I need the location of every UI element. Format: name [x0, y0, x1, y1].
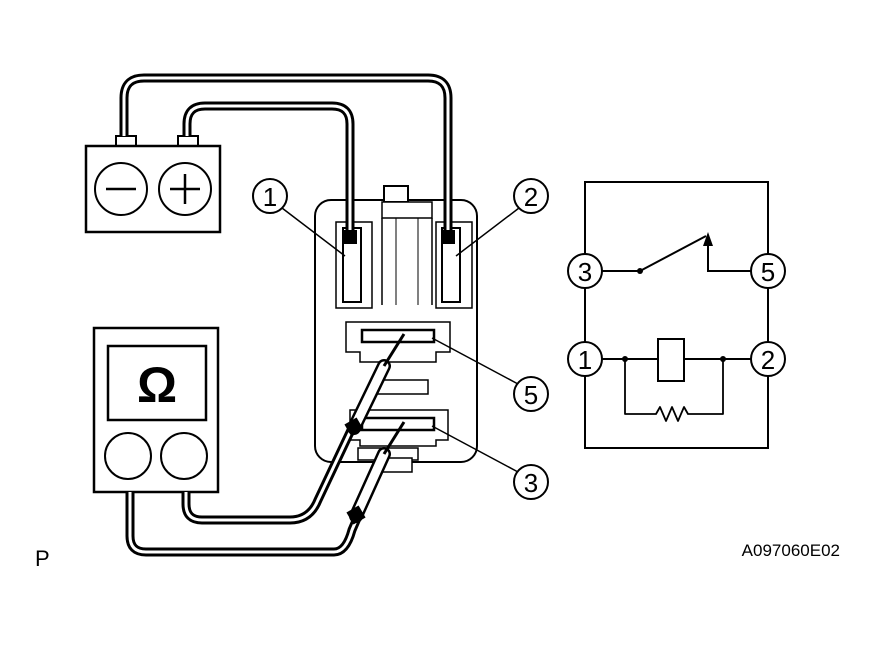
callout-pin-1: 1 — [252, 178, 346, 257]
callout-label-1: 1 — [263, 182, 277, 212]
switch-contact — [602, 232, 751, 274]
figure-code: A097060E02 — [742, 541, 840, 560]
ohm-icon: Ω — [137, 357, 177, 413]
callout-pin-3: 3 — [431, 425, 549, 500]
svg-text:5: 5 — [761, 257, 775, 287]
relay-body — [314, 185, 478, 473]
ohmmeter: Ω — [92, 326, 220, 494]
meter-jack-right — [160, 432, 208, 480]
ohmmeter-display — [106, 344, 208, 422]
callout-pin-2: 2 — [455, 178, 549, 257]
resistor-icon — [624, 359, 724, 422]
relay-coil — [602, 338, 751, 382]
probe-to-terminal-5 — [344, 333, 406, 437]
svg-text:1: 1 — [578, 345, 592, 375]
schematic-pin-2: 2 — [750, 341, 786, 377]
schematic-pin-3: 3 — [567, 253, 603, 289]
schematic-pin-1: 1 — [567, 341, 603, 377]
probe-to-terminal-3 — [346, 421, 406, 525]
corner-label: P — [35, 546, 50, 571]
relay-schematic: 3 5 1 2 — [567, 181, 786, 449]
meter-jack-left — [104, 432, 152, 480]
callout-pin-5: 5 — [431, 337, 549, 412]
callout-label-3: 3 — [524, 468, 538, 498]
meter-leads — [125, 426, 363, 557]
svg-text:2: 2 — [761, 345, 775, 375]
callout-label-5: 5 — [524, 380, 538, 410]
battery-leads — [119, 73, 455, 244]
battery — [84, 135, 222, 234]
schematic-pin-5: 5 — [750, 253, 786, 289]
plus-icon — [170, 174, 200, 204]
callout-label-2: 2 — [524, 182, 538, 212]
svg-text:3: 3 — [578, 257, 592, 287]
